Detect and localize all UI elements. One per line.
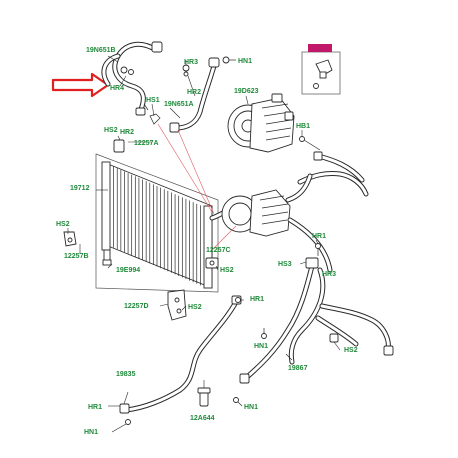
- label-12a644: 12A644: [190, 415, 215, 422]
- label-19d623: 19D623: [234, 88, 259, 95]
- label-12257d: 12257D: [124, 303, 149, 310]
- label-hs3: HS3: [278, 261, 292, 268]
- label-12257c: 12257C: [206, 247, 231, 254]
- hose-19n651b: [101, 41, 163, 116]
- label-12257a: 12257A: [134, 140, 159, 147]
- magenta-part-badge-icon: [308, 44, 332, 52]
- condenser-frame-outline: [95, 153, 219, 293]
- leader-lines: [67, 55, 341, 433]
- fitting-hn1-top: [222, 56, 236, 64]
- bracket-12257d: [167, 289, 187, 321]
- label-hs2-left: HS2: [56, 221, 70, 228]
- red-callout-arrow-icon: [51, 72, 110, 98]
- lower-compressor-body: [221, 189, 291, 237]
- label-hb1: HB1: [296, 123, 310, 130]
- label-19712: 19712: [70, 185, 90, 192]
- label-hs2-right: HS2: [344, 347, 358, 354]
- label-hs2-a: HS2: [104, 127, 118, 134]
- part-callout-inset: [301, 44, 341, 95]
- label-hr4: HR4: [110, 85, 124, 92]
- label-hr1-mid: HR1: [250, 296, 264, 303]
- label-hr1-right: HR1: [312, 233, 326, 240]
- hose-19n651a: [169, 57, 220, 133]
- label-hr2-top: HR2: [187, 89, 201, 96]
- red-guide-lines: [157, 123, 237, 251]
- label-hn1-bottom-right: HN1: [244, 404, 258, 411]
- pressure-switch-12a644: [197, 380, 211, 407]
- label-hs1: HS1: [146, 97, 160, 104]
- label-hn1-top: HN1: [238, 58, 252, 65]
- label-hn1-mid: HN1: [254, 343, 268, 350]
- bolt-hb1: [299, 136, 321, 151]
- fitting-hn1-bottom: [233, 397, 239, 403]
- condenser-19712: [101, 139, 213, 289]
- bracket-12257c: [205, 257, 219, 269]
- label-hn1-bottom-left: HN1: [84, 429, 98, 436]
- label-hr2-mid: HR2: [120, 129, 134, 136]
- liquid-line-right: [285, 173, 333, 273]
- fitting-hr1-middle: [235, 297, 241, 303]
- label-19n651b: 19N651B: [86, 47, 116, 54]
- hose-19867: [239, 257, 394, 384]
- label-hr3-right: HR3: [322, 271, 336, 278]
- label-19n651a: 19N651A: [164, 101, 194, 108]
- label-hr3-top: HR3: [184, 59, 198, 66]
- label-19e994: 19E994: [116, 267, 140, 274]
- label-hr1-bottom: HR1: [88, 404, 102, 411]
- label-hs2-mid: HS2: [220, 267, 234, 274]
- fitting-hn1-mid: [261, 328, 267, 339]
- bracket-12257b: [63, 231, 77, 247]
- part-labels: 19N651B HR4 HR3 HN1 HR2 HS1 19N651A 19D6…: [56, 47, 358, 436]
- compressor-19d623: [227, 93, 295, 153]
- label-19835: 19835: [116, 371, 136, 378]
- label-12257b: 12257B: [64, 253, 89, 260]
- label-19867: 19867: [288, 365, 308, 372]
- bracket-hs1: [143, 103, 161, 125]
- suction-line-upper: [297, 151, 369, 197]
- fitting-19e994: [102, 249, 112, 266]
- label-hs2-low: HS2: [188, 304, 202, 311]
